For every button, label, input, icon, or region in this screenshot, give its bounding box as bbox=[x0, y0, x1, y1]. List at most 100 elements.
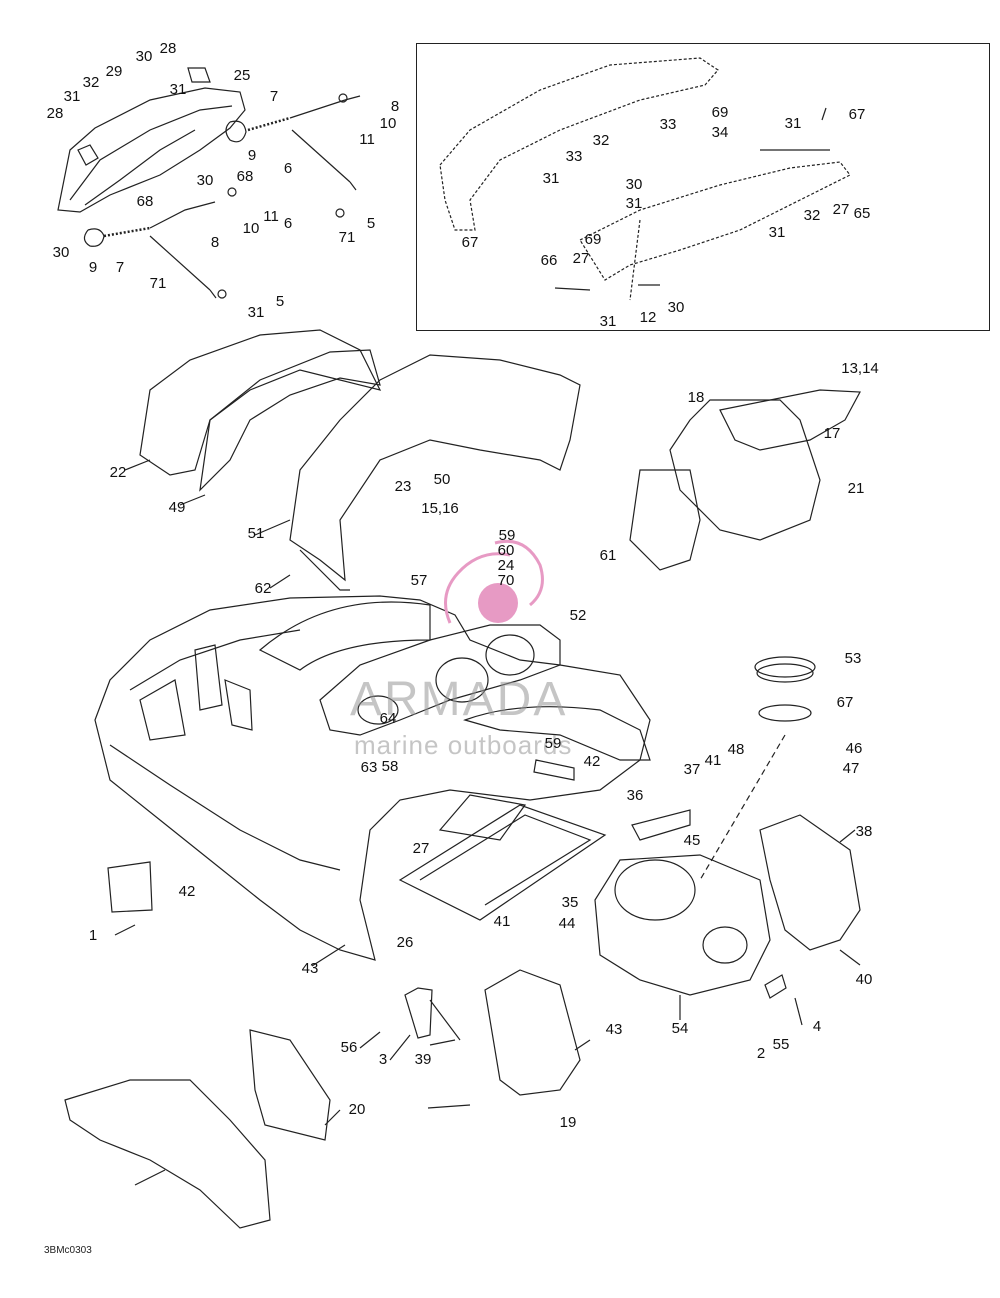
callout-label: 30 bbox=[135, 48, 153, 65]
callout-label: 42 bbox=[583, 753, 601, 770]
callout-label: 12 bbox=[639, 309, 657, 326]
leader-lines bbox=[114, 459, 861, 1186]
callout-label: 46 bbox=[845, 740, 863, 757]
callout-label: 32 bbox=[82, 74, 100, 91]
callout-label: 26 bbox=[396, 934, 414, 951]
callout-label: 67 bbox=[836, 694, 854, 711]
callout-label: 30 bbox=[625, 176, 643, 193]
callout-label: 11 bbox=[359, 131, 375, 148]
callout-label: 47 bbox=[842, 760, 860, 777]
callout-label: 6 bbox=[283, 160, 293, 177]
callout-label: 53 bbox=[844, 650, 862, 667]
callout-label: 42 bbox=[178, 883, 196, 900]
callout-label: 31 bbox=[542, 170, 560, 187]
callout-label: 8 bbox=[390, 98, 400, 115]
callout-label: 32 bbox=[592, 132, 610, 149]
callout-label: 31 bbox=[63, 88, 81, 105]
main-hull bbox=[94, 595, 651, 961]
callout-label: 11 bbox=[263, 208, 279, 225]
callout-label: 7 bbox=[115, 259, 125, 276]
dashboard-panel bbox=[319, 624, 651, 781]
callout-label: 71 bbox=[149, 275, 167, 292]
callout-label: 8 bbox=[210, 234, 220, 251]
callout-label: 29 bbox=[105, 63, 123, 80]
callout-label: 17 bbox=[823, 425, 841, 442]
callout-label: 52 bbox=[569, 607, 587, 624]
callout-label: 31 bbox=[599, 313, 617, 330]
callout-label: 49 bbox=[168, 499, 186, 516]
callout-label: 58 bbox=[381, 758, 399, 775]
callout-label: 9 bbox=[88, 259, 98, 276]
callout-label: 67 bbox=[848, 106, 866, 123]
callout-label: 18 bbox=[687, 389, 705, 406]
callout-label: 28 bbox=[46, 105, 64, 122]
callout-label: 7 bbox=[269, 88, 279, 105]
callout-label: 50 bbox=[433, 471, 451, 488]
callout-label: 67 bbox=[461, 234, 479, 251]
callout-label: 33 bbox=[565, 148, 583, 165]
callout-label: 32 bbox=[803, 207, 821, 224]
callout-label: 63 bbox=[360, 759, 378, 776]
callout-label: 40 bbox=[855, 971, 873, 988]
watermark-logo-swirl bbox=[494, 539, 544, 607]
callout-label: 31 bbox=[768, 224, 786, 241]
callout-label: 68 bbox=[236, 168, 254, 185]
callout-label: 69 bbox=[584, 231, 602, 248]
callout-label: 37 bbox=[683, 761, 701, 778]
callout-label: 5 bbox=[275, 293, 285, 310]
callout-label: 27 bbox=[412, 840, 430, 857]
callout-label: 33 bbox=[659, 116, 677, 133]
callout-label: 36 bbox=[626, 787, 644, 804]
callout-label: 27 bbox=[832, 201, 850, 218]
callout-label: 31 bbox=[784, 115, 802, 132]
callout-label: 22 bbox=[109, 464, 127, 481]
callout-label: 4 bbox=[812, 1018, 822, 1035]
callout-label: 56 bbox=[340, 1039, 358, 1056]
callout-label: 30 bbox=[196, 172, 214, 189]
callout-label: 6 bbox=[283, 215, 293, 232]
callout-label: 25 bbox=[233, 67, 251, 84]
watermark-subtitle: marine outboards bbox=[354, 730, 573, 760]
callout-label: 41 bbox=[704, 752, 722, 769]
callout-label: 43 bbox=[301, 960, 319, 977]
upper-left-assembly bbox=[57, 67, 361, 299]
callout-label: 34 bbox=[711, 124, 729, 141]
callout-label: 39 bbox=[414, 1051, 432, 1068]
callout-label: 44 bbox=[558, 915, 576, 932]
callout-label: 70 bbox=[497, 572, 515, 589]
callout-label: 2 bbox=[756, 1045, 766, 1062]
callout-label: 30 bbox=[52, 244, 70, 261]
inset-handle-assembly bbox=[439, 57, 851, 301]
callout-label: 54 bbox=[671, 1020, 689, 1037]
callout-label: 28 bbox=[159, 40, 177, 57]
callout-label: 62 bbox=[254, 580, 272, 597]
callout-label: 31 bbox=[247, 304, 265, 321]
watermark-logo-disc bbox=[478, 583, 518, 623]
callout-label: 13,14 bbox=[841, 360, 879, 377]
callout-label: 35 bbox=[561, 894, 579, 911]
callout-label: 20 bbox=[348, 1101, 366, 1118]
callout-label: 64 bbox=[379, 710, 397, 727]
brackets-and-trays bbox=[64, 794, 691, 1229]
callout-label: 31 bbox=[625, 195, 643, 212]
callout-label: 55 bbox=[772, 1036, 790, 1053]
callout-label: 45 bbox=[683, 832, 701, 849]
callout-label: 59 bbox=[544, 735, 562, 752]
callout-label: 71 bbox=[338, 229, 356, 246]
callout-label: 66 bbox=[540, 252, 558, 269]
callout-label: 69 bbox=[711, 104, 729, 121]
callout-label: 65 bbox=[853, 205, 871, 222]
callout-label: 10 bbox=[242, 220, 260, 237]
callout-label: 59 bbox=[498, 527, 516, 544]
callout-label: 61 bbox=[599, 547, 617, 564]
right-side-panels bbox=[484, 389, 861, 1096]
callout-label: 41 bbox=[493, 913, 511, 930]
callout-label: 57 bbox=[410, 572, 428, 589]
inset-leaders bbox=[554, 107, 830, 291]
callout-label: 38 bbox=[855, 823, 873, 840]
callout-label: 27 bbox=[572, 250, 590, 267]
watermark-logo bbox=[444, 539, 544, 624]
callout-label: 43 bbox=[605, 1021, 623, 1038]
